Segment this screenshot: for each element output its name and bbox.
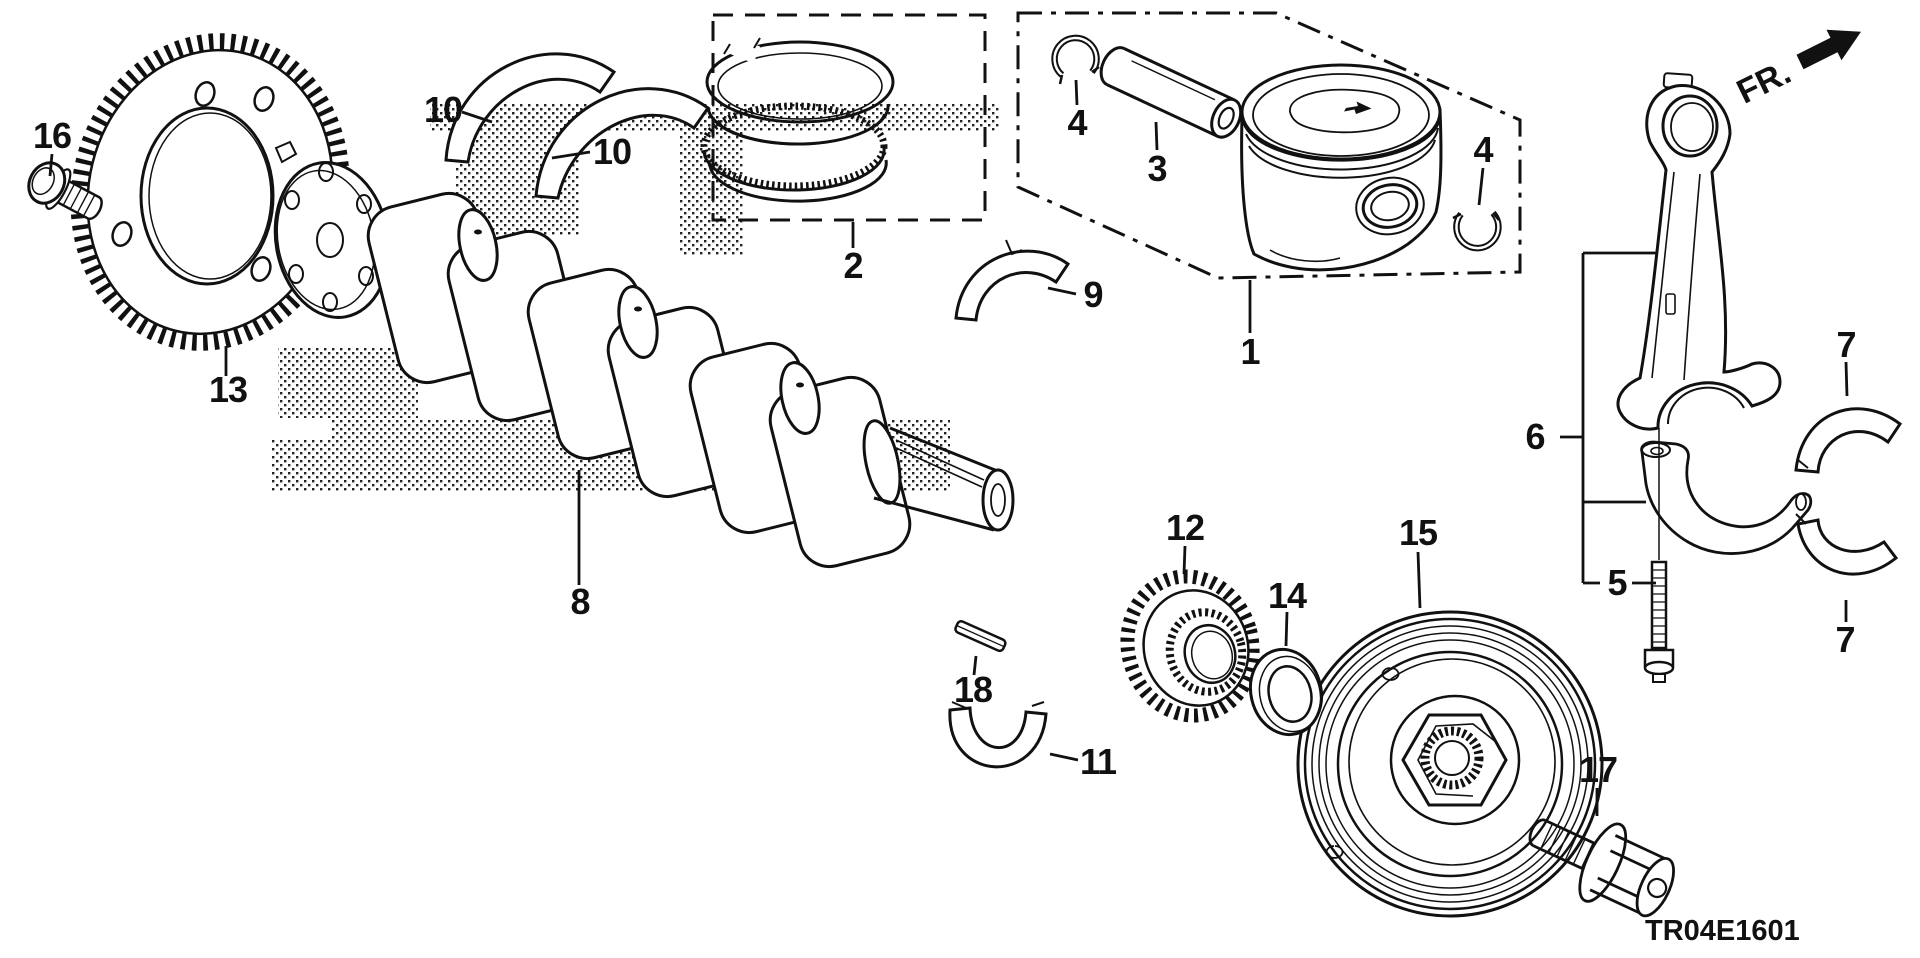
callout-5[interactable]: 5 bbox=[1607, 562, 1627, 603]
connecting-rod-illustration bbox=[1616, 72, 1782, 431]
callout-15[interactable]: 15 bbox=[1398, 512, 1438, 553]
callout-18[interactable]: 18 bbox=[953, 669, 993, 710]
callout-12[interactable]: 12 bbox=[1165, 507, 1205, 548]
fr-direction-indicator: FR. bbox=[1731, 29, 1861, 111]
callout-3[interactable]: 3 bbox=[1147, 148, 1167, 189]
crankshaft-illustration bbox=[273, 161, 1015, 569]
callout-16[interactable]: 16 bbox=[32, 115, 72, 156]
piston-illustration bbox=[1240, 63, 1443, 272]
piston-kit-box bbox=[1016, 11, 1522, 280]
callout-10-left[interactable]: 10 bbox=[423, 89, 463, 130]
leader-lines bbox=[48, 79, 1849, 816]
callout-8[interactable]: 8 bbox=[570, 581, 590, 622]
fr-arrow-icon bbox=[1796, 29, 1861, 70]
callout-7-lower[interactable]: 7 bbox=[1835, 619, 1855, 660]
callout-13[interactable]: 13 bbox=[208, 369, 248, 410]
callout-10-right[interactable]: 10 bbox=[592, 131, 632, 172]
callout-9[interactable]: 9 bbox=[1083, 274, 1103, 315]
piston-pin-clip-right-illustration bbox=[1452, 210, 1502, 252]
main-bearing-9-illustration bbox=[954, 239, 1071, 322]
fr-label: FR. bbox=[1731, 53, 1797, 111]
callout-4-left[interactable]: 4 bbox=[1067, 102, 1087, 143]
callout-6[interactable]: 6 bbox=[1525, 416, 1545, 457]
diagram-code: TR04E1601 bbox=[1645, 915, 1800, 947]
flywheel-bolt-illustration bbox=[27, 161, 103, 221]
drive-plate-illustration bbox=[70, 33, 350, 351]
callout-7-upper[interactable]: 7 bbox=[1836, 324, 1856, 365]
piston-ring-set-illustration bbox=[700, 13, 987, 222]
pulley-washer-illustration bbox=[1248, 647, 1324, 737]
callout-4-right[interactable]: 4 bbox=[1473, 129, 1493, 170]
piston-pin-illustration bbox=[1099, 46, 1243, 139]
crank-key-illustration bbox=[954, 620, 1007, 653]
callout-1[interactable]: 1 bbox=[1240, 331, 1260, 372]
callout-14[interactable]: 14 bbox=[1267, 575, 1307, 616]
callout-17[interactable]: 17 bbox=[1578, 749, 1618, 790]
callout-11[interactable]: 11 bbox=[1079, 741, 1117, 782]
crank-pulley-illustration bbox=[1296, 610, 1604, 918]
rod-bearing-illustrations bbox=[1794, 407, 1903, 576]
pulley-bolt-illustration bbox=[1528, 818, 1675, 918]
piston-pin-clip-left-illustration bbox=[1051, 34, 1100, 85]
main-bearing-11-illustration bbox=[948, 701, 1048, 769]
rod-cap-illustration bbox=[1640, 440, 1813, 555]
callout-2[interactable]: 2 bbox=[843, 245, 863, 286]
timing-sprocket-illustration bbox=[1120, 569, 1260, 723]
